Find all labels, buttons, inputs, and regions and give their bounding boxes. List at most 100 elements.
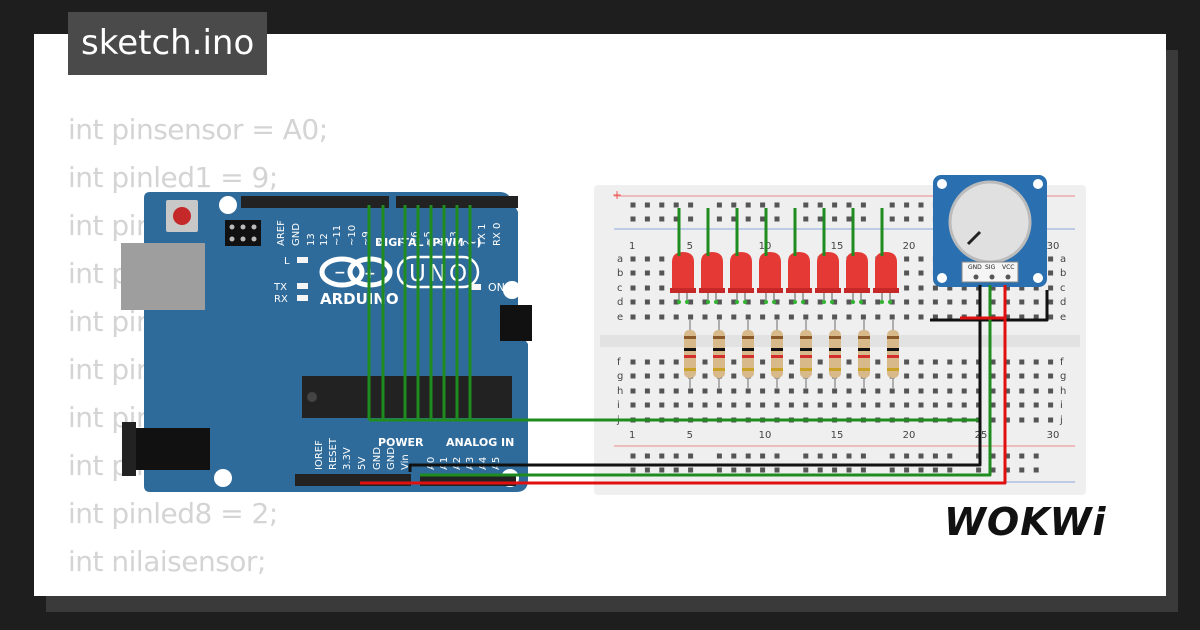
breadboard-hole[interactable] xyxy=(760,314,766,320)
breadboard-hole[interactable] xyxy=(832,402,838,408)
breadboard-hole[interactable] xyxy=(947,359,953,365)
breadboard-hole[interactable] xyxy=(716,202,722,208)
breadboard-hole[interactable] xyxy=(659,373,665,379)
breadboard-hole[interactable] xyxy=(889,402,895,408)
breadboard-hole[interactable] xyxy=(961,388,967,394)
knob-indicator[interactable] xyxy=(966,230,982,246)
breadboard-hole[interactable] xyxy=(1033,299,1039,305)
breadboard-hole[interactable] xyxy=(1048,314,1054,320)
breadboard-hole[interactable] xyxy=(918,359,924,365)
breadboard-hole[interactable] xyxy=(832,299,838,305)
breadboard-hole[interactable] xyxy=(630,359,636,365)
resistor[interactable] xyxy=(858,320,870,388)
breadboard-hole[interactable] xyxy=(846,299,852,305)
breadboard-hole[interactable] xyxy=(904,467,910,473)
breadboard-hole[interactable] xyxy=(1033,314,1039,320)
breadboard-hole[interactable] xyxy=(760,359,766,365)
breadboard-hole[interactable] xyxy=(1048,402,1054,408)
breadboard-hole[interactable] xyxy=(889,388,895,394)
breadboard-hole[interactable] xyxy=(1033,453,1039,459)
breadboard-hole[interactable] xyxy=(918,467,924,473)
breadboard-hole[interactable] xyxy=(745,467,751,473)
breadboard-hole[interactable] xyxy=(947,402,953,408)
breadboard-hole[interactable] xyxy=(630,256,636,262)
breadboard-hole[interactable] xyxy=(760,453,766,459)
breadboard-hole[interactable] xyxy=(860,202,866,208)
breadboard-hole[interactable] xyxy=(731,453,737,459)
breadboard-hole[interactable] xyxy=(716,314,722,320)
breadboard-hole[interactable] xyxy=(803,453,809,459)
breadboard-hole[interactable] xyxy=(932,299,938,305)
breadboard-hole[interactable] xyxy=(688,216,694,222)
breadboard-hole[interactable] xyxy=(760,216,766,222)
breadboard-hole[interactable] xyxy=(889,202,895,208)
breadboard-hole[interactable] xyxy=(932,402,938,408)
breadboard-hole[interactable] xyxy=(1019,299,1025,305)
breadboard-hole[interactable] xyxy=(745,202,751,208)
resistor[interactable] xyxy=(713,320,725,388)
breadboard-hole[interactable] xyxy=(630,402,636,408)
breadboard-hole[interactable] xyxy=(774,299,780,305)
breadboard-hole[interactable] xyxy=(745,299,751,305)
breadboard-hole[interactable] xyxy=(659,314,665,320)
breadboard-hole[interactable] xyxy=(889,299,895,305)
breadboard-hole[interactable] xyxy=(990,467,996,473)
resistor[interactable] xyxy=(771,320,783,388)
breadboard-hole[interactable] xyxy=(1033,285,1039,291)
breadboard-hole[interactable] xyxy=(673,453,679,459)
breadboard-hole[interactable] xyxy=(918,299,924,305)
breadboard-hole[interactable] xyxy=(1048,388,1054,394)
breadboard-hole[interactable] xyxy=(788,402,794,408)
breadboard-hole[interactable] xyxy=(788,388,794,394)
breadboard-hole[interactable] xyxy=(860,467,866,473)
breadboard-hole[interactable] xyxy=(788,359,794,365)
breadboard-hole[interactable] xyxy=(630,314,636,320)
breadboard-hole[interactable] xyxy=(904,270,910,276)
breadboard-hole[interactable] xyxy=(774,202,780,208)
breadboard-hole[interactable] xyxy=(644,314,650,320)
breadboard-hole[interactable] xyxy=(832,314,838,320)
breadboard-hole[interactable] xyxy=(846,314,852,320)
breadboard-hole[interactable] xyxy=(760,388,766,394)
breadboard-hole[interactable] xyxy=(702,314,708,320)
breadboard-hole[interactable] xyxy=(659,256,665,262)
breadboard-hole[interactable] xyxy=(1048,299,1054,305)
breadboard-hole[interactable] xyxy=(990,453,996,459)
breadboard-hole[interactable] xyxy=(702,402,708,408)
breadboard-hole[interactable] xyxy=(760,299,766,305)
breadboard-hole[interactable] xyxy=(760,202,766,208)
breadboard-hole[interactable] xyxy=(716,299,722,305)
resistor[interactable] xyxy=(742,320,754,388)
breadboard-hole[interactable] xyxy=(932,373,938,379)
breadboard-hole[interactable] xyxy=(644,299,650,305)
breadboard-hole[interactable] xyxy=(788,373,794,379)
breadboard-hole[interactable] xyxy=(904,359,910,365)
breadboard-hole[interactable] xyxy=(1004,314,1010,320)
pot-pin[interactable] xyxy=(1005,274,1011,280)
breadboard-hole[interactable] xyxy=(875,373,881,379)
breadboard-hole[interactable] xyxy=(644,270,650,276)
breadboard-hole[interactable] xyxy=(731,388,737,394)
breadboard-hole[interactable] xyxy=(774,402,780,408)
breadboard-hole[interactable] xyxy=(788,299,794,305)
breadboard-hole[interactable] xyxy=(659,270,665,276)
breadboard-hole[interactable] xyxy=(1004,417,1010,423)
breadboard-hole[interactable] xyxy=(731,299,737,305)
breadboard-hole[interactable] xyxy=(673,299,679,305)
breadboard-hole[interactable] xyxy=(918,216,924,222)
breadboard-hole[interactable] xyxy=(702,388,708,394)
breadboard-hole[interactable] xyxy=(932,453,938,459)
code-line[interactable]: int pinled8 = 2; xyxy=(68,497,278,530)
breadboard-hole[interactable] xyxy=(731,216,737,222)
breadboard-hole[interactable] xyxy=(1004,285,1010,291)
breadboard-hole[interactable] xyxy=(630,216,636,222)
breadboard-hole[interactable] xyxy=(716,402,722,408)
breadboard-hole[interactable] xyxy=(832,202,838,208)
breadboard-hole[interactable] xyxy=(1048,256,1054,262)
breadboard-hole[interactable] xyxy=(1048,373,1054,379)
breadboard-hole[interactable] xyxy=(889,314,895,320)
breadboard-hole[interactable] xyxy=(846,453,852,459)
breadboard-hole[interactable] xyxy=(644,373,650,379)
breadboard-hole[interactable] xyxy=(947,453,953,459)
